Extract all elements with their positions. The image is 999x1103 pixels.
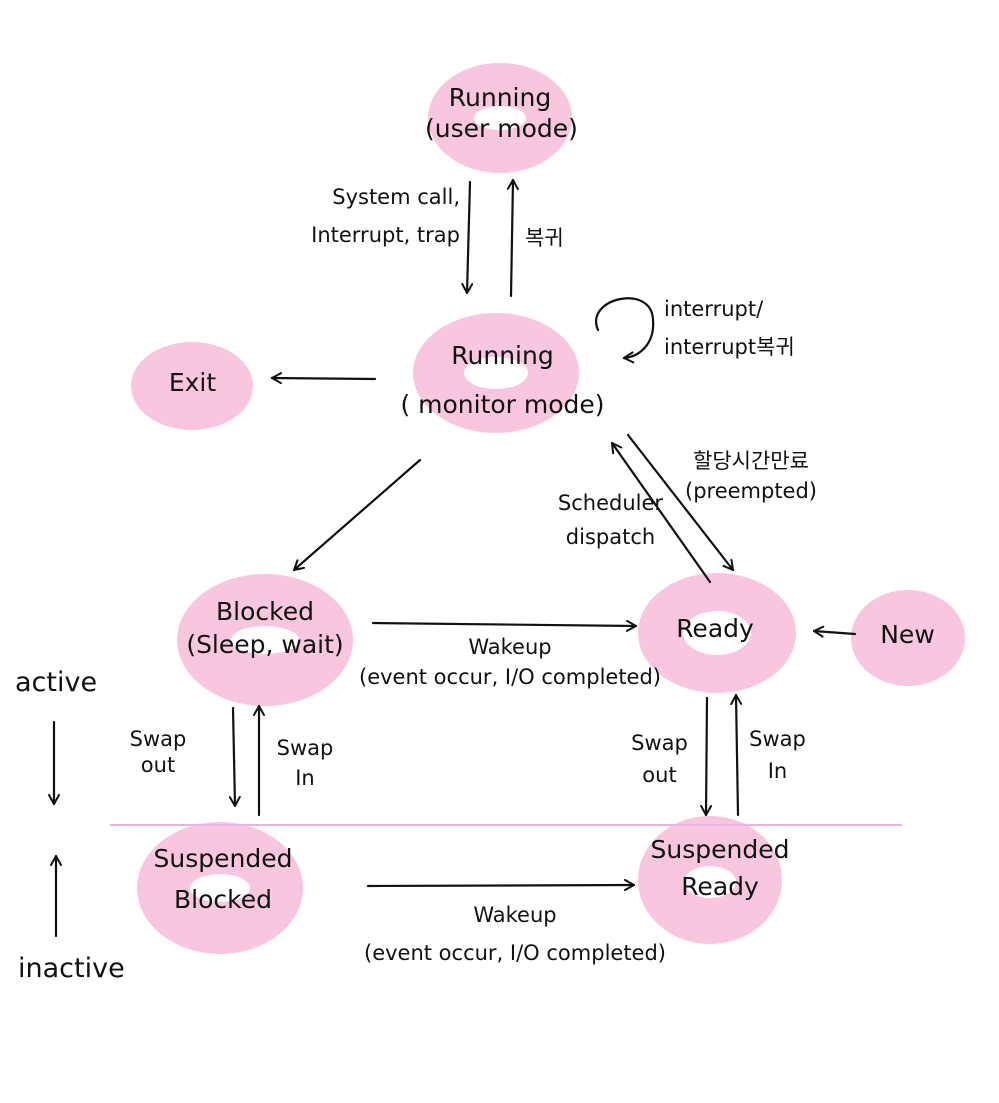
swap-in-right-label: Swap In [749, 727, 806, 784]
arrow-swap-in-right [730, 693, 743, 817]
arrow-wakeup-inactive [366, 879, 636, 892]
arrow-swap-out-right [700, 696, 713, 817]
node-ready [638, 573, 796, 693]
running-monitor-label: Running ( monitor mode) [400, 341, 605, 420]
node-exit [131, 342, 253, 430]
system-call-label: System call, Interrupt, trap [311, 185, 460, 248]
wakeup-inactive-label: Wakeup (event occur, I/O completed) [364, 903, 666, 966]
running-user-label: Running (user mode) [425, 83, 578, 144]
inactive-region-label: inactive [18, 953, 125, 984]
return-label: 복귀 [525, 226, 564, 250]
suspended-blocked-label: Suspended Blocked [153, 844, 293, 915]
arrow-to-blocked [292, 458, 422, 572]
blocked-label: Blocked (Sleep, wait) [186, 597, 344, 660]
interrupt-loop-label: interrupt/ interrupt복귀 [664, 297, 795, 360]
ready-label: Ready [676, 614, 754, 643]
active-region-label: active [15, 667, 98, 698]
wakeup-active-label: Wakeup (event occur, I/O completed) [359, 635, 661, 690]
preempted-label: 할당시간만료 (preempted) [685, 449, 817, 504]
suspended-ready-label: Suspended Ready [650, 835, 790, 902]
node-suspended-ready [638, 816, 782, 944]
swap-out-left-label: Swap out [129, 727, 187, 778]
arrow-system-call [461, 180, 474, 295]
node-suspended-blocked [137, 822, 303, 954]
swap-out-right-label: Swap out [631, 731, 688, 788]
new-label: New [880, 620, 935, 649]
node-running-monitor [413, 313, 579, 433]
arrow-wakeup-active [371, 619, 638, 632]
dispatch-label: Scheduler dispatch [557, 491, 664, 550]
node-blocked [177, 574, 353, 706]
arrow-return [506, 178, 519, 298]
arrow-dispatch [610, 441, 712, 584]
arrow-to-exit [270, 372, 377, 385]
arrow-new-to-ready [812, 625, 857, 638]
node-running-user [428, 63, 572, 173]
arrow-swap-out-left [228, 706, 241, 808]
arrow-preempted [626, 433, 735, 572]
swap-in-left-label: Swap In [276, 736, 334, 791]
node-new [851, 590, 965, 686]
exit-label: Exit [168, 368, 217, 397]
arrow-interrupt-loop [595, 297, 655, 364]
